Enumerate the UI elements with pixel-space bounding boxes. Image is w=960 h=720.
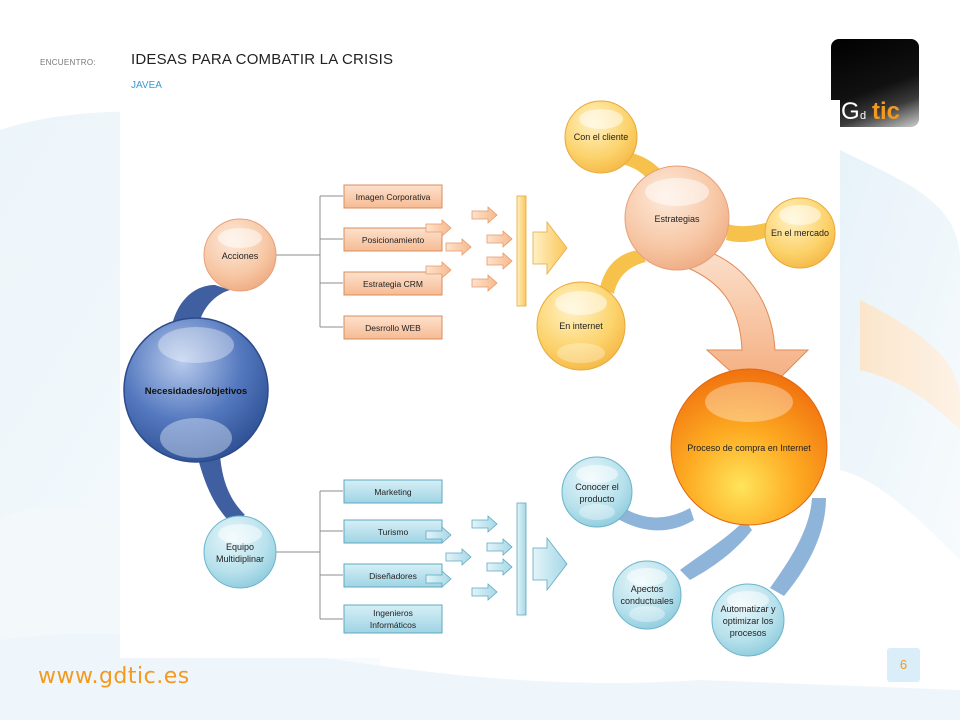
- arrow-bottom-1: [425, 526, 452, 544]
- label-estrategias: Estrategias: [654, 214, 700, 224]
- node-necesidades-highlight-top: [158, 327, 234, 363]
- node-necesidades: [123, 317, 269, 463]
- connector-conocer-proceso: [616, 505, 694, 531]
- top-big-arrow: [532, 220, 568, 276]
- box-imagen-corporativa: [343, 184, 443, 209]
- node-equipo-highlight: [218, 524, 262, 544]
- arrow-bottom-4: [471, 515, 498, 533]
- label-necesidades: Necesidades/objetivos: [145, 386, 247, 397]
- node-conocer-producto-highlight-bottom: [579, 504, 615, 520]
- arrow-top-3: [445, 238, 472, 256]
- node-proceso-compra: [670, 368, 828, 526]
- acciones-tree-lines: [275, 195, 343, 328]
- arrow-top-2: [425, 261, 452, 279]
- label-proceso-compra: Proceso de compra en Internet: [687, 443, 811, 453]
- label-conocer-line1: Conocer el: [575, 482, 619, 492]
- gdtic-logo: G d tic: [831, 39, 919, 127]
- label-automatizar-line3: procesos: [730, 628, 767, 638]
- connector-center-equipo: [196, 450, 245, 522]
- top-arrows: [425, 206, 513, 292]
- label-automatizar-line2: optimizar los: [723, 616, 774, 626]
- arrow-bottom-7: [471, 583, 498, 601]
- arrow-top-7: [486, 252, 513, 270]
- node-automatizar-highlight: [727, 591, 769, 609]
- label-equipo-line2: Multidiplinar: [216, 554, 264, 564]
- arrow-top-1: [425, 219, 452, 237]
- page-title: IDESAS PARA COMBATIR LA CRISIS: [131, 51, 394, 68]
- label-desarrollo-web: Desrrollo WEB: [365, 323, 421, 333]
- logo-letter-g: G: [841, 98, 860, 125]
- header-kicker: ENCUENTRO:: [40, 58, 96, 67]
- label-imagen-corporativa: Imagen Corporativa: [356, 192, 431, 202]
- logo-letter-d: d: [860, 110, 867, 122]
- arrow-bottom-3: [425, 570, 452, 588]
- equipo-item-boxes: [343, 479, 443, 634]
- label-equipo-line1: Equipo: [226, 542, 254, 552]
- node-acciones-highlight: [218, 228, 262, 248]
- arrow-bottom-2: [445, 548, 472, 566]
- label-turismo: Turismo: [378, 527, 409, 537]
- node-en-el-mercado-highlight: [779, 205, 821, 225]
- node-conocer-producto-highlight: [576, 465, 618, 483]
- node-apectos-highlight-bottom: [629, 606, 665, 622]
- node-con-el-cliente-highlight: [579, 109, 623, 129]
- label-ingenieros-line2: Informáticos: [370, 620, 416, 630]
- label-en-internet: En internet: [559, 321, 603, 331]
- node-necesidades-highlight-bottom: [160, 418, 232, 458]
- bottom-collector-bar: [516, 502, 527, 616]
- equipo-tree-lines: [275, 490, 343, 620]
- label-automatizar-line1: Automatizar y: [720, 604, 776, 614]
- label-posicionamiento: Posicionamiento: [362, 235, 425, 245]
- strategy-diagram: Imagen Corporativa Posicionamiento Estra…: [120, 100, 840, 658]
- label-en-el-mercado: En el mercado: [771, 228, 829, 238]
- label-acciones: Acciones: [222, 251, 259, 261]
- connector-apectos-proceso: [680, 520, 752, 580]
- node-estrategias-highlight: [645, 178, 709, 206]
- website-url: www.gdtic.es: [38, 664, 190, 689]
- logo-text-tic: tic: [872, 98, 901, 125]
- arrow-estrategias-proceso: [687, 249, 810, 399]
- top-collector-bar: [516, 195, 527, 307]
- arrow-bottom-5: [486, 538, 513, 556]
- label-disenadores: Diseñadores: [369, 571, 417, 581]
- box-marketing: [343, 479, 443, 504]
- connector-mercado-estrategias: [726, 222, 770, 243]
- arrow-top-5: [471, 274, 498, 292]
- node-proceso-compra-highlight: [705, 382, 793, 422]
- arrow-top-4: [471, 206, 498, 224]
- connector-internet-estrategias: [600, 250, 646, 294]
- label-con-el-cliente: Con el cliente: [574, 132, 629, 142]
- page-subtitle: JAVEA: [131, 80, 162, 91]
- box-ingenieros: [343, 604, 443, 634]
- label-apectos-line2: conductuales: [620, 596, 674, 606]
- acciones-item-boxes: [343, 184, 443, 340]
- arrow-top-6: [486, 230, 513, 248]
- box-posicionamiento: [343, 227, 443, 252]
- label-apectos-line1: Apectos: [631, 584, 664, 594]
- page-number: 6: [887, 648, 920, 682]
- label-ingenieros-line1: Ingenieros: [373, 608, 413, 618]
- bottom-big-arrow: [532, 536, 568, 592]
- node-en-internet-highlight: [555, 291, 607, 315]
- label-conocer-line2: producto: [579, 494, 614, 504]
- node-apectos-highlight: [627, 568, 667, 586]
- arrow-bottom-6: [486, 558, 513, 576]
- box-estrategia-crm: [343, 271, 443, 296]
- label-estrategia-crm: Estrategia CRM: [363, 279, 423, 289]
- connector-automatizar-proceso: [770, 498, 826, 596]
- bottom-arrows: [425, 515, 513, 601]
- box-desarrollo-web: [343, 315, 443, 340]
- label-marketing: Marketing: [374, 487, 412, 497]
- node-en-internet-highlight-bottom: [557, 343, 605, 363]
